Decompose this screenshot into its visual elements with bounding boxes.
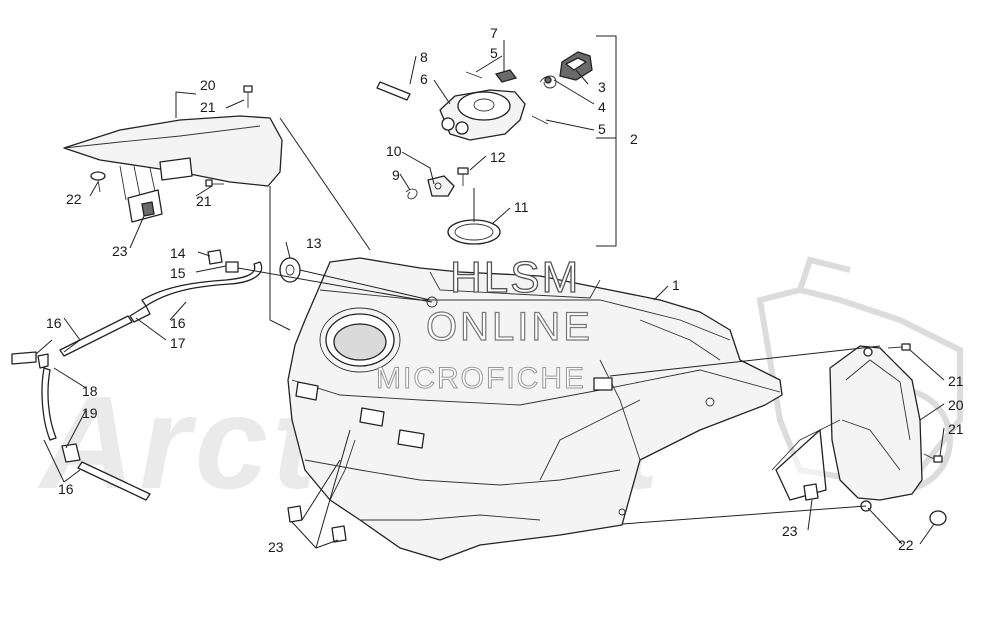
callout-2: 2 (630, 131, 638, 147)
callout-22b: 22 (898, 537, 914, 553)
spring-clip[interactable] (465, 69, 518, 83)
pivot-pin[interactable] (531, 115, 549, 125)
callout-5a: 5 (490, 45, 498, 61)
torsion-spring[interactable] (539, 75, 557, 89)
callout-23c: 23 (782, 523, 798, 539)
side-bracket-bolt-lower[interactable] (923, 453, 943, 463)
callout-labels: 1 2 3 4 5 5 6 7 8 9 10 11 12 13 14 15 16… (46, 25, 964, 555)
bracket-bolt-lower[interactable] (205, 179, 224, 187)
watermark-line3: MICROFICHE (376, 362, 586, 395)
pin[interactable] (376, 81, 411, 101)
speed-nut-right[interactable] (803, 483, 819, 501)
callout-9: 9 (392, 167, 400, 183)
callout-23b: 23 (268, 539, 284, 555)
callout-11: 11 (514, 199, 529, 215)
cap-bracket[interactable] (427, 175, 455, 197)
callout-16b: 16 (170, 315, 186, 331)
callout-10: 10 (386, 143, 402, 159)
leader-lines (35, 35, 945, 549)
callout-1: 1 (672, 277, 680, 293)
vent-hose[interactable] (129, 261, 263, 323)
vent-hose-lower[interactable] (11, 315, 151, 501)
callout-7: 7 (490, 25, 498, 41)
callout-14: 14 (170, 245, 186, 261)
callout-15: 15 (170, 265, 186, 281)
callout-21b: 21 (196, 193, 212, 209)
callout-13: 13 (306, 235, 322, 251)
fuel-cap-assembly[interactable] (439, 89, 526, 141)
callout-23a: 23 (112, 243, 128, 259)
watermark-overlay: HLSM ONLINE MICROFICHE (376, 252, 593, 395)
push-rivet[interactable] (90, 171, 106, 193)
push-rivet-right[interactable] (929, 510, 947, 526)
callout-20b: 20 (948, 397, 964, 413)
callout-20a: 20 (200, 77, 216, 93)
callout-21c: 21 (948, 373, 964, 389)
callout-12: 12 (490, 149, 506, 165)
watermark-line1: HLSM (450, 253, 580, 302)
watermark-line2: ONLINE (426, 305, 593, 349)
bracket-bolt[interactable] (243, 85, 253, 108)
cap-gasket[interactable] (447, 219, 501, 245)
callout-16a: 16 (46, 315, 62, 331)
callout-17: 17 (170, 335, 186, 351)
callout-18: 18 (82, 383, 98, 399)
side-mounting-bracket[interactable] (771, 345, 923, 512)
fuel-tank[interactable] (287, 257, 783, 561)
retaining-clip[interactable] (405, 188, 418, 200)
speed-nut[interactable] (141, 201, 155, 217)
side-bracket-bolt[interactable] (887, 343, 911, 351)
cap-cover[interactable] (559, 51, 593, 81)
callout-5b: 5 (598, 121, 606, 137)
callout-19: 19 (82, 405, 98, 421)
callout-6: 6 (420, 71, 428, 87)
callout-21a: 21 (200, 99, 216, 115)
callout-21d: 21 (948, 421, 964, 437)
upper-mounting-bracket[interactable] (63, 115, 283, 223)
callout-22a: 22 (66, 191, 82, 207)
callout-4: 4 (598, 99, 606, 115)
callout-8: 8 (420, 49, 428, 65)
cap-screw[interactable] (457, 167, 469, 186)
callout-16c: 16 (58, 481, 74, 497)
vent-fitting[interactable] (207, 249, 239, 273)
callout-3: 3 (598, 79, 606, 95)
